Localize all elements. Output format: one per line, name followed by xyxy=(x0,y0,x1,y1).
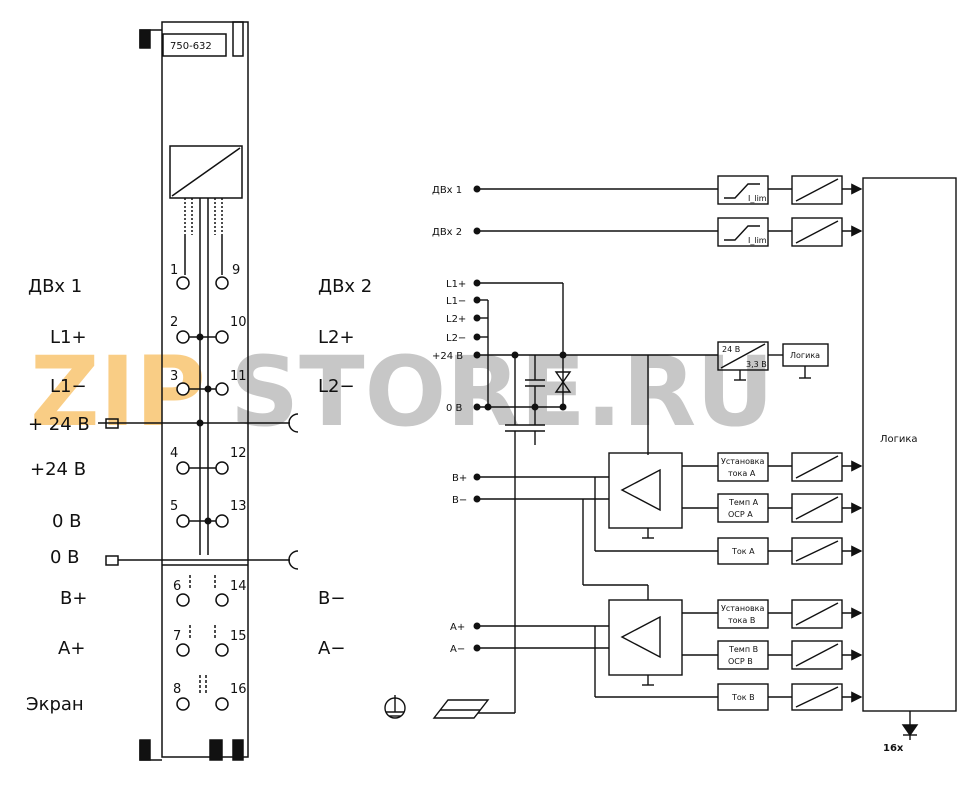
svg-text:тока А: тока А xyxy=(728,469,756,478)
svg-text:Ток А: Ток А xyxy=(731,547,755,556)
svg-text:A+: A+ xyxy=(450,622,465,633)
svg-text:B+: B+ xyxy=(452,473,467,484)
svg-text:+ 24 В: + 24 В xyxy=(28,414,90,435)
svg-text:L2+: L2+ xyxy=(318,327,355,348)
svg-text:L1−: L1− xyxy=(446,296,466,307)
svg-text:A−: A− xyxy=(318,638,345,659)
svg-text:10: 10 xyxy=(230,315,247,330)
terminal-circles xyxy=(176,276,229,711)
svg-text:OCP В: OCP В xyxy=(728,657,753,666)
label-dbx1: ДВх 1 xyxy=(28,276,82,297)
svg-text:0 В: 0 В xyxy=(446,403,463,414)
led-count-label: 16x xyxy=(883,743,904,754)
svg-text:L2+: L2+ xyxy=(446,314,466,325)
svg-text:9: 9 xyxy=(232,263,240,278)
svg-text:I_lim: I_lim xyxy=(748,236,767,245)
terminal-numbers: 1 9 2 10 3 11 4 12 5 13 6 14 7 15 8 16 xyxy=(170,263,247,697)
svg-text:A+: A+ xyxy=(58,638,85,659)
svg-text:15: 15 xyxy=(230,629,247,644)
svg-text:Установка: Установка xyxy=(721,457,765,466)
label-screen: Экран xyxy=(26,694,84,715)
svg-text:OCP А: OCP А xyxy=(728,510,753,519)
svg-text:L1+: L1+ xyxy=(50,327,87,348)
svg-text:Темп В: Темп В xyxy=(728,645,758,654)
schematic-input-dots xyxy=(473,185,567,652)
svg-text:Ток В: Ток В xyxy=(731,693,755,702)
svg-text:0 В: 0 В xyxy=(50,547,80,568)
part-number-label: 750-632 xyxy=(170,41,212,52)
svg-text:7: 7 xyxy=(173,629,181,644)
svg-text:+24 В: +24 В xyxy=(432,351,463,362)
svg-text:3,3 В: 3,3 В xyxy=(746,360,767,369)
logic-block-label: Логика xyxy=(880,434,918,445)
svg-text:14: 14 xyxy=(230,579,247,594)
svg-text:16: 16 xyxy=(230,682,247,697)
svg-text:L1−: L1− xyxy=(50,376,87,397)
svg-text:тока В: тока В xyxy=(728,616,755,625)
svg-text:ДВх 1: ДВх 1 xyxy=(432,185,462,196)
watermark: ZIP STORE.RU xyxy=(30,336,774,448)
svg-text:L2−: L2− xyxy=(446,333,466,344)
svg-text:Темп А: Темп А xyxy=(728,498,759,507)
svg-text:0 В: 0 В xyxy=(52,511,82,532)
svg-text:2: 2 xyxy=(170,315,178,330)
svg-text:L1+: L1+ xyxy=(446,279,466,290)
svg-text:L2−: L2− xyxy=(318,376,355,397)
svg-text:+24 В: +24 В xyxy=(30,459,86,480)
svg-text:13: 13 xyxy=(230,499,247,514)
svg-text:A−: A− xyxy=(450,644,465,655)
svg-text:B−: B− xyxy=(318,588,345,609)
svg-text:6: 6 xyxy=(173,579,181,594)
label-dbx2: ДВх 2 xyxy=(318,276,372,297)
schematic-labels: ДВх 1 ДВх 2 L1+ L1− L2+ L2− +24 В 0 В B+… xyxy=(432,185,918,754)
module-body xyxy=(139,21,249,761)
svg-text:24 В: 24 В xyxy=(722,345,740,354)
schematic xyxy=(384,175,957,740)
optocoupler-icon xyxy=(169,145,243,555)
svg-text:4: 4 xyxy=(170,446,178,461)
svg-text:1: 1 xyxy=(170,263,178,278)
svg-text:Логика: Логика xyxy=(790,351,820,360)
left-signal-labels: ДВх 1 ДВх 2 L1+ L2+ L1− L2− + 24 В +24 В… xyxy=(26,276,372,715)
svg-text:3: 3 xyxy=(170,369,178,384)
svg-text:ДВх 2: ДВх 2 xyxy=(432,227,462,238)
svg-text:Установка: Установка xyxy=(721,604,765,613)
watermark-zip: ZIP xyxy=(30,336,206,448)
svg-text:12: 12 xyxy=(230,446,247,461)
svg-text:5: 5 xyxy=(170,499,178,514)
svg-text:B−: B− xyxy=(452,495,467,506)
watermark-store: STORE.RU xyxy=(230,336,774,448)
svg-text:B+: B+ xyxy=(60,588,87,609)
svg-text:I_lim: I_lim xyxy=(748,194,767,203)
svg-text:8: 8 xyxy=(173,682,181,697)
svg-text:11: 11 xyxy=(230,369,247,384)
junction-dots xyxy=(196,333,212,525)
